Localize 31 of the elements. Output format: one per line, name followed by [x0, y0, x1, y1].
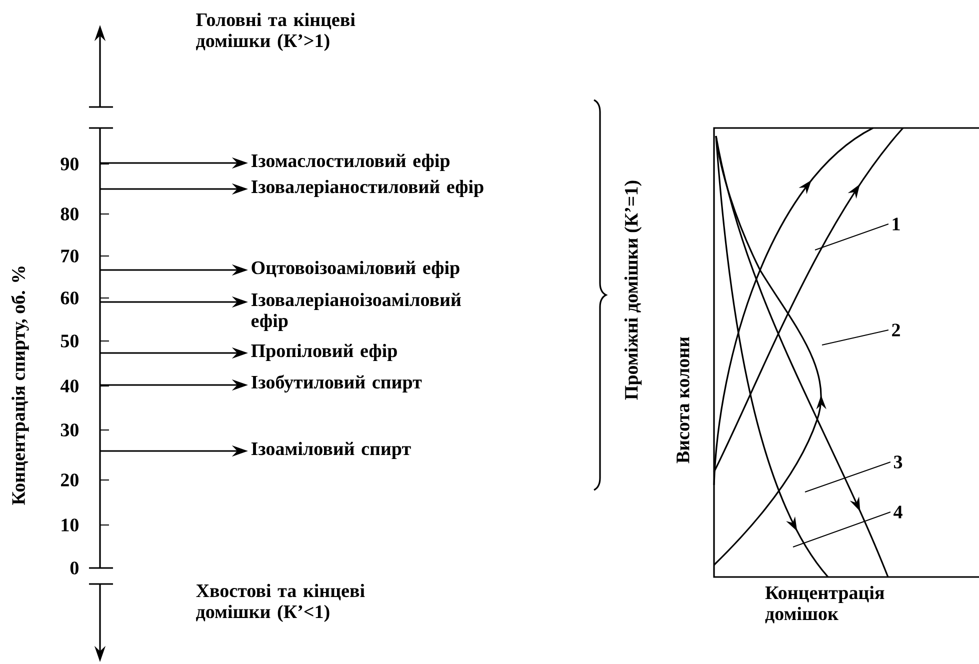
tick-label: 40	[60, 380, 78, 392]
axis-title: Концентрація домішок	[765, 586, 884, 624]
curve-number: 1	[892, 218, 900, 230]
leader-line	[804, 462, 891, 492]
tick-label: 90	[60, 158, 78, 170]
leader-line	[792, 512, 891, 548]
tick-label: 0	[70, 562, 78, 574]
curve-number: 2	[892, 324, 900, 336]
tick-label: 30	[60, 424, 78, 436]
category-label: Головні та кінцеві домішки (К’>1)	[196, 12, 356, 52]
tick-label: 50	[60, 334, 78, 348]
substance-label: Ізоаміловий спирт	[251, 442, 411, 460]
tick-label: 80	[60, 208, 78, 220]
tick-label: 60	[60, 292, 78, 304]
curve-number: 4	[894, 506, 902, 518]
substance-label: Оцтовоізоаміловий ефір	[252, 260, 460, 278]
category-label: Хвостові та кінцеві домішки (К’<1)	[196, 584, 365, 622]
substance-label: Ізовалеріаноізоаміловий ефір	[251, 292, 461, 332]
axis-title: Концентрація спирту, об. %	[11, 266, 29, 505]
tick-label: 20	[61, 474, 78, 486]
leader-line	[814, 224, 889, 250]
substance-label: Ізовалеріаностиловий ефір	[251, 180, 484, 198]
brace-label: Проміжні домішки (К’=1)	[624, 180, 642, 400]
leader-line	[822, 330, 889, 346]
curve-number: 3	[894, 456, 902, 468]
substance-label: Ізомаслостиловий ефір	[251, 154, 450, 172]
substance-label: Пропіловий ефір	[251, 344, 397, 362]
tick-label: 10	[62, 518, 78, 532]
tick-label: 70	[61, 250, 78, 262]
substance-label: Ізобутиловий спирт	[251, 374, 422, 392]
axis-title: Висота колони	[676, 336, 690, 464]
